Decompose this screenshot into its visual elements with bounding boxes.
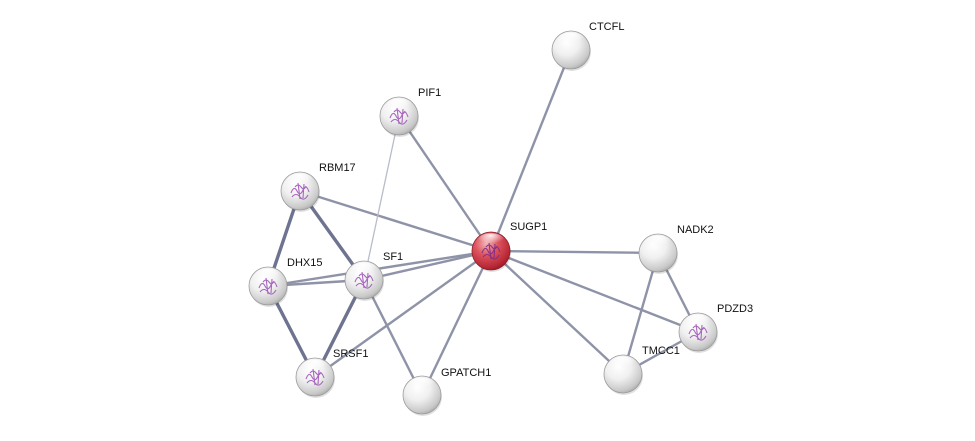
node-sugp1[interactable]: SUGP1 (471, 221, 547, 272)
edges-layer (266, 48, 700, 397)
edge-sugp1-ctcfl[interactable] (489, 48, 573, 253)
edge-sugp1-pif1[interactable] (397, 114, 493, 253)
edge-nadk2-tmcc1[interactable] (621, 251, 660, 376)
edge-sugp1-srsf1[interactable] (313, 249, 493, 379)
node-label-tmcc1: TMCC1 (642, 345, 680, 357)
node-highlight (254, 268, 282, 283)
node-highlight (301, 359, 329, 374)
node-label-pdzd3: PDZD3 (717, 303, 753, 315)
edge-sugp1-rbm17[interactable] (298, 189, 493, 253)
node-label-sf1: SF1 (383, 251, 403, 263)
node-ctcfl[interactable]: CTCFL (551, 21, 624, 71)
edge-sf1-gpatch1[interactable] (362, 278, 424, 397)
node-highlight (477, 233, 505, 248)
node-highlight (644, 235, 672, 250)
node-label-sugp1: SUGP1 (510, 221, 547, 233)
node-highlight (350, 262, 378, 277)
node-label-pif1: PIF1 (418, 87, 441, 99)
edge-sugp1-nadk2[interactable] (489, 249, 660, 255)
node-label-nadk2: NADK2 (677, 224, 714, 236)
node-label-dhx15: DHX15 (287, 257, 322, 269)
node-nadk2[interactable]: NADK2 (638, 224, 714, 274)
node-pif1[interactable]: PIF1 (379, 87, 441, 137)
node-highlight (684, 314, 712, 329)
node-highlight (286, 173, 314, 188)
edge-sugp1-sf1[interactable] (362, 249, 493, 282)
edge-sugp1-gpatch1[interactable] (420, 249, 493, 397)
node-label-ctcfl: CTCFL (589, 21, 624, 33)
node-highlight (557, 32, 585, 47)
node-gpatch1[interactable]: GPATCH1 (402, 367, 491, 416)
node-label-rbm17: RBM17 (319, 162, 356, 174)
node-label-gpatch1: GPATCH1 (441, 367, 491, 379)
edge-pif1-sf1[interactable] (363, 115, 400, 281)
node-srsf1[interactable]: SRSF1 (295, 348, 368, 398)
node-rbm17[interactable]: RBM17 (280, 162, 356, 212)
node-highlight (609, 356, 637, 371)
node-highlight (385, 98, 413, 113)
node-sf1[interactable]: SF1 (344, 251, 403, 301)
edge-sugp1-pdzd3[interactable] (489, 249, 700, 334)
node-highlight (408, 377, 436, 392)
node-tmcc1[interactable]: TMCC1 (603, 345, 680, 395)
node-dhx15[interactable]: DHX15 (248, 257, 322, 307)
node-pdzd3[interactable]: PDZD3 (678, 303, 753, 353)
node-label-srsf1: SRSF1 (333, 348, 368, 360)
edge-sugp1-tmcc1[interactable] (489, 249, 625, 376)
